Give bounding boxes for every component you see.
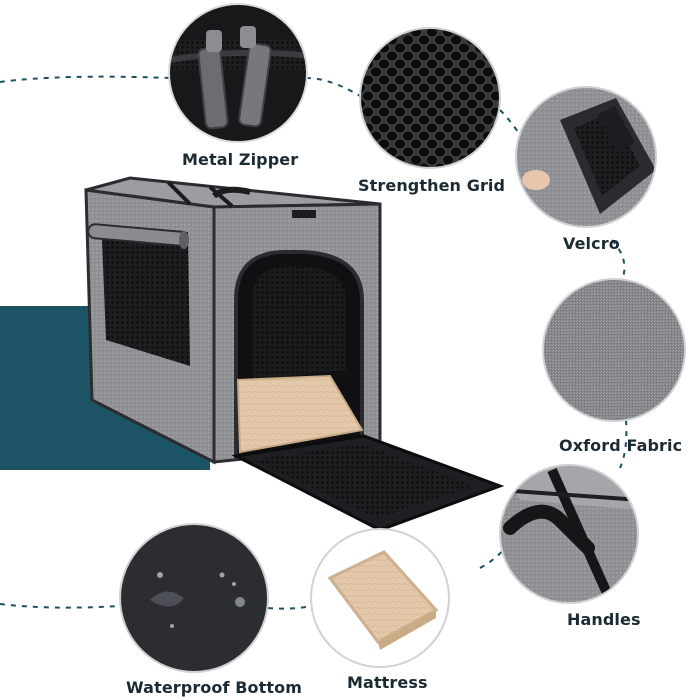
label-oxford-fabric: Oxford Fabric (559, 436, 683, 455)
label-waterproof-bottom: Waterproof Bottom (126, 678, 302, 697)
label-strengthen-grid: Strengthen Grid (358, 176, 506, 195)
label-mattress: Mattress (347, 673, 428, 692)
oxford-fabric-circle (542, 278, 686, 422)
waterproof-bottom-circle (119, 523, 269, 673)
label-metal-zipper: Metal Zipper (182, 150, 299, 169)
handles-circle (499, 464, 639, 604)
velcro-circle (515, 86, 657, 228)
dashed-connector-lines (0, 75, 628, 610)
mattress-circle (310, 528, 450, 668)
strengthen-grid-circle (359, 27, 501, 169)
metal-zipper-circle (168, 3, 308, 143)
label-handles: Handles (567, 610, 641, 629)
pet-carrier-crate (84, 176, 505, 532)
label-velcro: Velcro (563, 234, 620, 253)
